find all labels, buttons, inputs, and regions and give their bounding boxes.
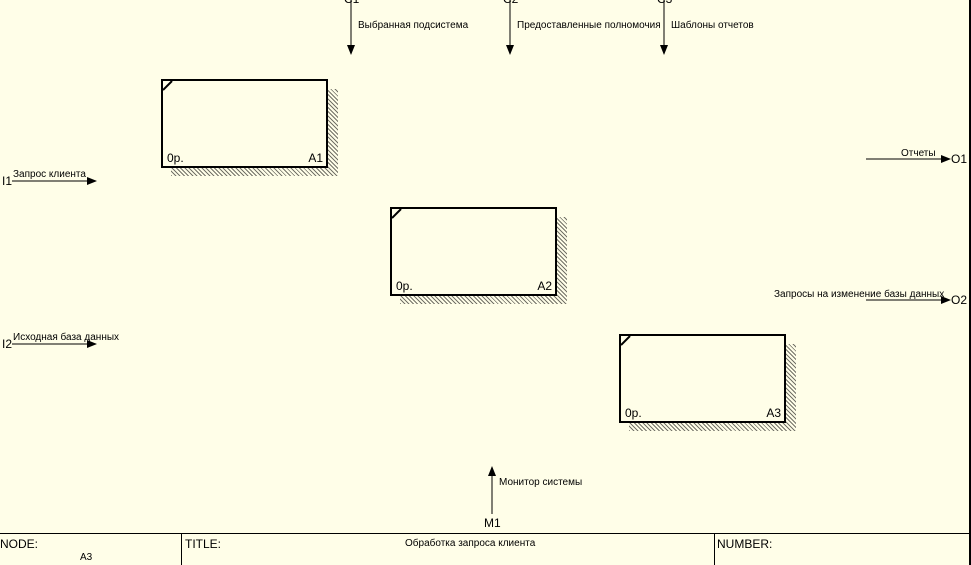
output-code-o1: O1 [951, 152, 968, 166]
number-caption: NUMBER: [717, 537, 773, 551]
input-label-i1: Запрос клиента [13, 169, 86, 180]
control-code-c2: C2 [503, 0, 518, 6]
title-value: Обработка запроса клиента [405, 538, 536, 549]
input-code-i1: I1 [2, 174, 13, 188]
control-label-c1: Выбранная подсистема [358, 20, 469, 31]
output-label-o1: Отчеты [901, 148, 936, 159]
box-number: A1 [308, 151, 323, 165]
mechanism-code-m1: M1 [484, 516, 501, 530]
control-code-c3: C3 [657, 0, 672, 6]
activity-box-a2[interactable]: 0р. A2 [390, 207, 557, 296]
frame-right-border [969, 0, 971, 565]
title-caption: TITLE: [185, 537, 222, 551]
mechanism-label-m1: Монитор системы [499, 477, 583, 488]
activity-box-a3[interactable]: 0р. A3 [619, 334, 786, 423]
box-cost: 0р. [625, 406, 642, 420]
input-label-i2: Исходная база данных [13, 332, 120, 343]
control-label-c3: Шаблоны отчетов [671, 20, 754, 31]
input-code-i2: I2 [2, 337, 13, 351]
activity-box-a1[interactable]: 0р. A1 [161, 79, 328, 168]
node-caption: NODE: [0, 537, 39, 551]
corner-mark-icon [163, 81, 173, 91]
box-number: A3 [766, 406, 781, 420]
control-label-c2: Предоставленные полномочия [517, 20, 661, 31]
box-cost: 0р. [396, 279, 413, 293]
node-value: A3 [80, 552, 93, 563]
footer-node-cell: NODE: A3 [0, 534, 182, 565]
footer-title-cell: TITLE: Обработка запроса клиента [182, 534, 715, 565]
control-code-c1: C1 [344, 0, 359, 6]
box-cost: 0р. [167, 151, 184, 165]
box-number: A2 [537, 279, 552, 293]
corner-mark-icon [621, 336, 631, 346]
corner-mark-icon [392, 209, 402, 219]
output-label-o2: Запросы на изменение базы данных [774, 289, 945, 300]
diagram-footer: NODE: A3 TITLE: Обработка запроса клиент… [0, 533, 969, 565]
output-code-o2: O2 [951, 293, 968, 307]
footer-number-cell: NUMBER: [715, 534, 969, 565]
